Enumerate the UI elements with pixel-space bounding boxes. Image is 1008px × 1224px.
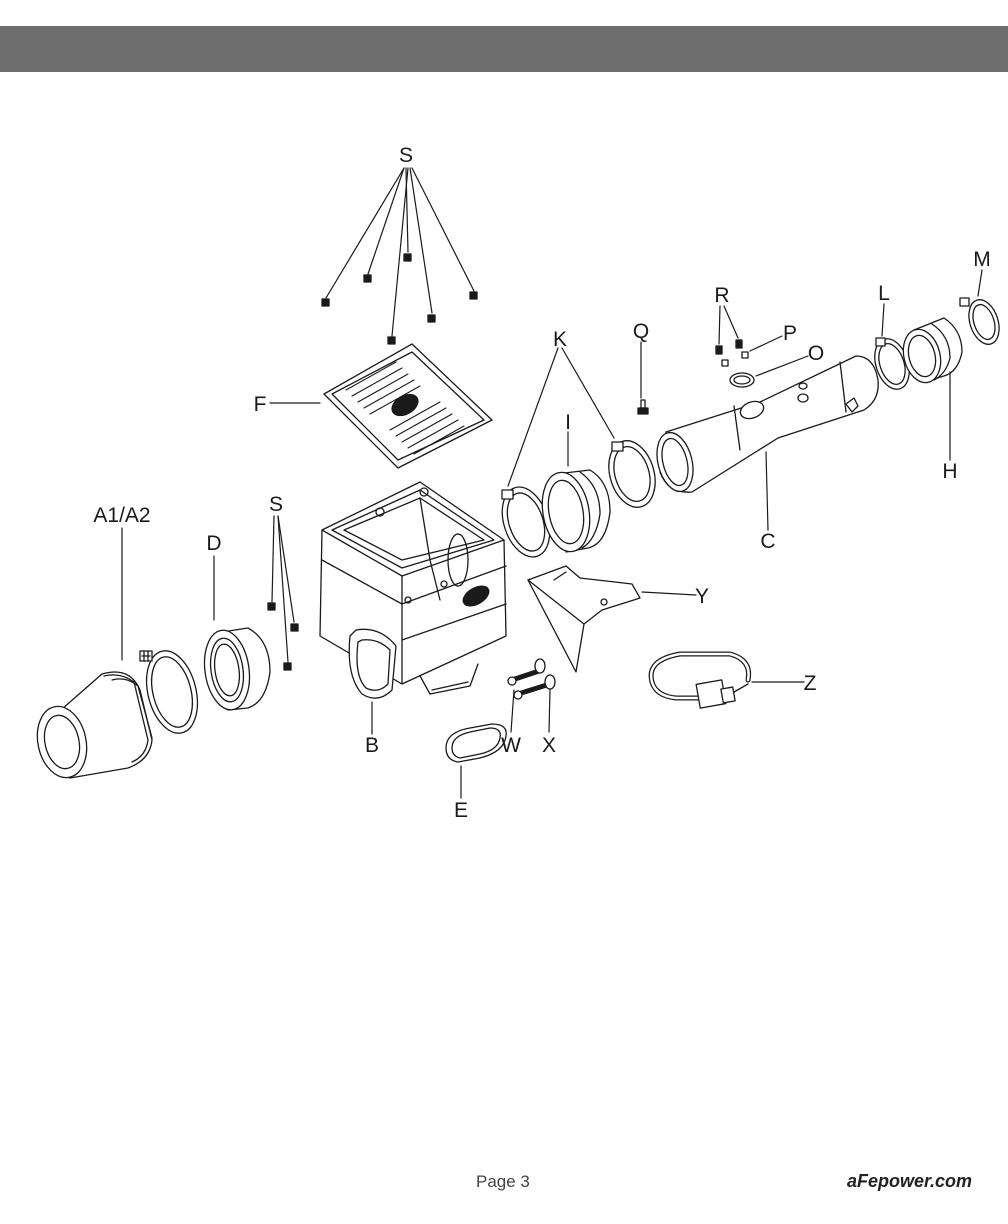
part-wire-harness [648, 651, 752, 709]
part-intake-tube [656, 355, 879, 493]
part-lid [323, 343, 493, 469]
label-b: B [365, 734, 379, 757]
label-f: F [254, 393, 267, 416]
part-filter-clamp [139, 650, 199, 734]
label-d: D [206, 532, 221, 555]
label-z: Z [804, 672, 817, 695]
part-airbox [319, 481, 507, 699]
label-s-mid: S [269, 493, 283, 516]
part-coupler-d [203, 627, 271, 711]
label-e: E [454, 799, 468, 822]
part-clamp-m [959, 297, 1000, 345]
part-hardware-r-p-o [715, 339, 755, 388]
part-gasket-e [445, 723, 507, 763]
callout-labels: S F A1/A2 D S B E W X K I Q R P O C L M … [93, 144, 990, 822]
part-screws-top [321, 253, 478, 345]
part-clamp-k-left [501, 486, 551, 558]
label-p: P [783, 322, 797, 345]
part-sensor-q [637, 399, 649, 415]
label-c: C [760, 530, 775, 553]
label-i: I [565, 411, 571, 434]
label-m: M [973, 248, 991, 271]
label-s-top: S [399, 144, 413, 167]
label-w: W [501, 734, 521, 757]
label-h: H [942, 460, 957, 483]
label-y: Y [695, 585, 709, 608]
label-x: X [542, 734, 556, 757]
part-clamp-k-right [608, 440, 656, 508]
part-screws-mid [267, 602, 299, 671]
part-filter-cone [36, 671, 153, 779]
label-o: O [808, 342, 824, 365]
part-coupler-h [902, 317, 963, 384]
page-number: Page 3 [476, 1172, 530, 1191]
site-url[interactable]: aFepower.com [846, 1171, 972, 1191]
label-l: L [878, 282, 890, 305]
header-bar [0, 26, 1008, 72]
leader-lines [121, 167, 983, 799]
part-bolts-washers [507, 658, 556, 700]
part-bracket-y [527, 565, 641, 673]
label-a1-a2: A1/A2 [93, 504, 150, 527]
label-k: K [553, 328, 567, 351]
part-clamp-l [874, 337, 910, 390]
label-q: Q [633, 320, 649, 343]
label-r: R [714, 284, 729, 307]
part-coupler-i [541, 469, 611, 553]
